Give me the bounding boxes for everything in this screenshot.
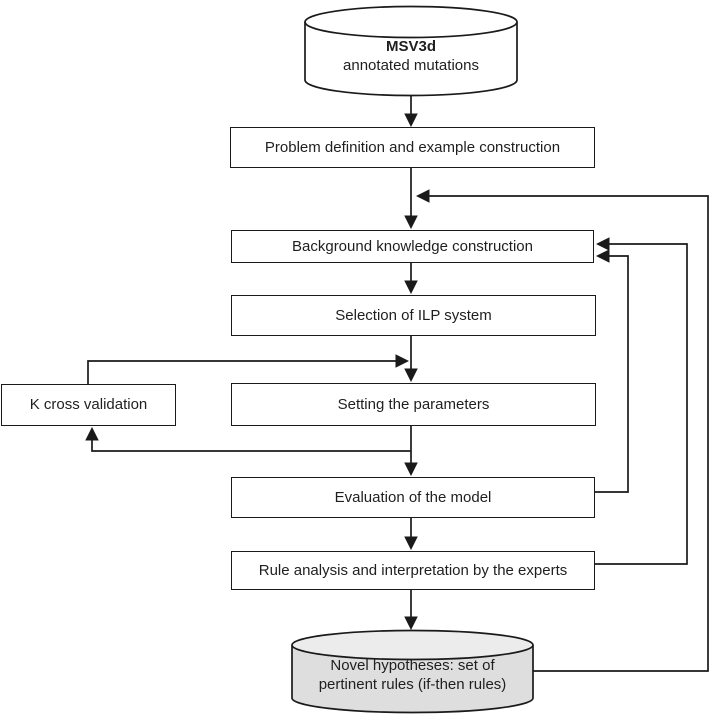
node-problem-definition: Problem definition and example construct… [230,127,595,168]
database-cylinder-top [304,5,518,39]
output-cylinder-top [291,629,534,661]
node-background-knowledge: Background knowledge construction [231,230,594,263]
output-label-line2: pertinent rules (if-then rules) [318,676,507,693]
feedback-output-to-mainflow [415,189,709,672]
output-label-line1: Novel hypotheses: set of [330,657,495,674]
database-cylinder [304,5,518,97]
node-k-cross-validation: K cross validation [1,384,176,426]
feedback-rule-analysis-to-background [595,237,688,565]
feedback-evaluation-to-background [595,249,629,493]
output-cylinder [291,629,534,714]
output-label: Novel hypotheses: set of pertinent rules… [292,656,533,694]
node-parameter-setting: Setting the parameters [231,383,596,426]
node-rule-analysis: Rule analysis and interpretation by the … [231,551,595,590]
arrow-kcross-to-mainflow [87,354,410,384]
arrow-parameters-to-kcross [85,426,411,452]
database-title: MSV3d [385,38,436,55]
node-ilp-selection: Selection of ILP system [231,295,596,336]
database-subtitle: annotated mutations [343,57,479,74]
node-model-evaluation: Evaluation of the model [231,477,595,518]
output-cylinder-body [291,645,534,714]
database-label: MSV3d annotated mutations [305,37,517,75]
